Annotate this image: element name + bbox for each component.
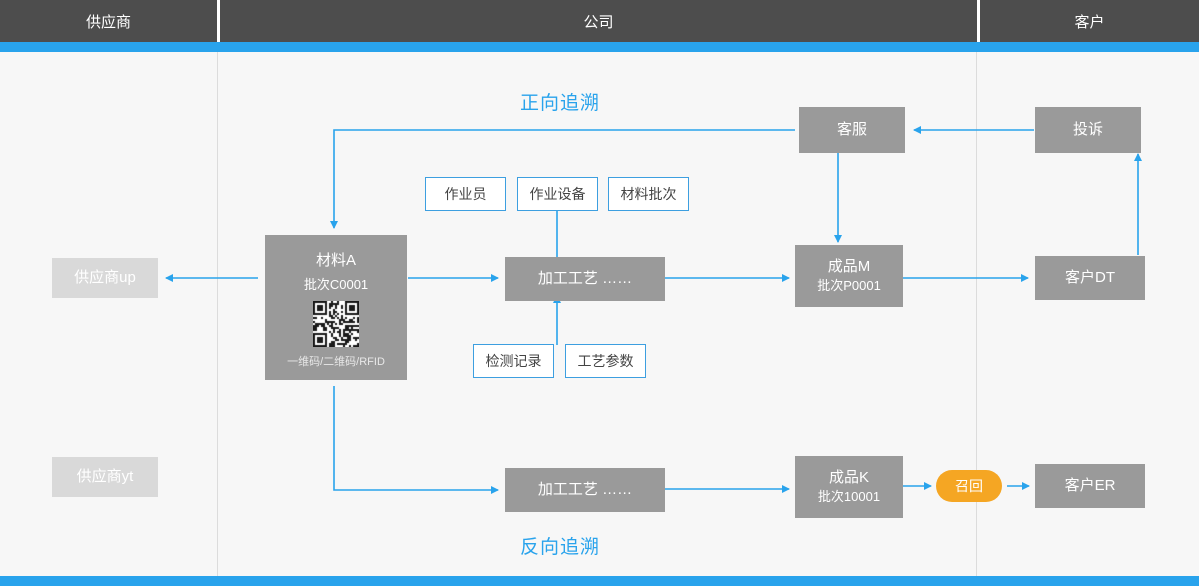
node-product-k[interactable]: 成品K 批次10001 [795, 456, 903, 518]
node-process-bottom[interactable]: 加工工艺 …… [505, 468, 665, 512]
node-product-m-title: 成品M [827, 257, 871, 275]
header-cell-customer: 客户 [980, 0, 1199, 50]
node-material-batch-label: 材料批次 [620, 185, 677, 202]
header-divider-2 [977, 0, 980, 42]
node-inspection-record[interactable]: 检测记录 [473, 344, 554, 378]
node-customer-er-label: 客户ER [1064, 477, 1116, 495]
node-customer-service-label: 客服 [836, 121, 867, 139]
node-material-a-codes: 一维码/二维码/RFID [287, 356, 385, 368]
node-process-bottom-label: 加工工艺 …… [537, 481, 633, 499]
node-recall-label: 召回 [955, 477, 983, 494]
header-cell-supplier: 供应商 [0, 0, 217, 50]
node-operator-label: 作业员 [444, 185, 487, 202]
node-complaint-label: 投诉 [1072, 121, 1103, 139]
node-supplier-yt[interactable]: 供应商yt [52, 457, 158, 497]
top-accent-bar [0, 42, 1199, 52]
column-divider-left [217, 52, 218, 576]
column-divider-right [976, 52, 977, 576]
node-inspection-record-label: 检测记录 [485, 352, 542, 369]
node-material-a-batch: 批次C0001 [303, 277, 369, 292]
node-complaint[interactable]: 投诉 [1035, 107, 1141, 153]
node-customer-er[interactable]: 客户ER [1035, 464, 1145, 508]
node-product-m-batch: 批次P0001 [817, 278, 881, 294]
header-label-company: 公司 [583, 13, 614, 31]
node-process-params-label: 工艺参数 [577, 352, 634, 369]
header-label-supplier: 供应商 [85, 13, 131, 31]
node-product-k-title: 成品K [828, 468, 869, 486]
label-backward-trace: 反向追溯 [520, 537, 601, 558]
qr-code-icon [313, 301, 359, 347]
node-material-a[interactable]: 材料A 批次C0001 一维码/二维码/RFID [265, 235, 407, 380]
node-equipment-label: 作业设备 [529, 185, 586, 202]
node-supplier-up-label: 供应商up [74, 269, 136, 287]
node-material-batch[interactable]: 材料批次 [608, 177, 689, 211]
node-product-m[interactable]: 成品M 批次P0001 [795, 245, 903, 307]
header-bar: 供应商 公司 客户 [0, 0, 1199, 50]
node-operator[interactable]: 作业员 [425, 177, 506, 211]
node-supplier-yt-label: 供应商yt [76, 468, 134, 486]
node-equipment[interactable]: 作业设备 [517, 177, 598, 211]
node-material-a-title: 材料A [315, 252, 356, 269]
node-supplier-up[interactable]: 供应商up [52, 258, 158, 298]
node-customer-dt-label: 客户DT [1065, 269, 1115, 287]
header-divider-1 [217, 0, 220, 42]
node-customer-dt[interactable]: 客户DT [1035, 256, 1145, 300]
header-cell-company: 公司 [220, 0, 977, 50]
node-customer-service[interactable]: 客服 [799, 107, 905, 153]
node-recall[interactable]: 召回 [936, 470, 1002, 502]
label-forward-trace: 正向追溯 [520, 93, 601, 114]
header-label-customer: 客户 [1074, 13, 1105, 31]
node-process-top[interactable]: 加工工艺 …… [505, 257, 665, 301]
node-product-k-batch: 批次10001 [817, 489, 881, 505]
bottom-accent-bar [0, 576, 1199, 586]
node-process-params[interactable]: 工艺参数 [565, 344, 646, 378]
node-process-top-label: 加工工艺 …… [537, 270, 633, 288]
